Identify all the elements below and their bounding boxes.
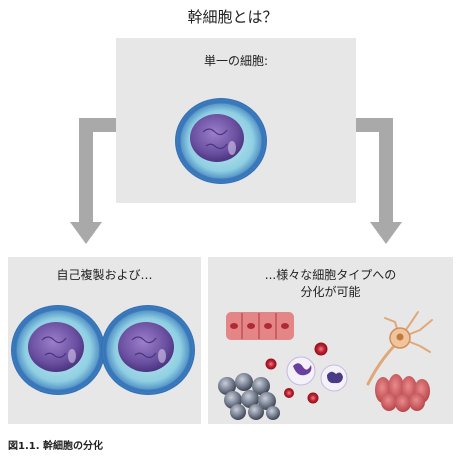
arrow-left (70, 118, 116, 244)
single-cell-label: 単一の細胞: (203, 54, 269, 68)
muscle-cluster (375, 374, 430, 412)
muscle-cells (226, 312, 294, 340)
self-renewal-label: 自己複製および… (56, 268, 153, 282)
fat-cells (218, 373, 280, 420)
white-blood-cell-2 (320, 364, 348, 392)
daughter-cell-2 (101, 305, 195, 395)
arrow-right (356, 118, 402, 244)
differentiation-label-line1: ...様々な細胞タイプへの (264, 268, 397, 282)
figure-caption: 図1.1. 幹細胞の分化 (8, 441, 103, 452)
differentiation-label-line2: 分化が可能 (300, 285, 361, 299)
stem-cell (175, 98, 267, 184)
white-blood-cell-1 (286, 356, 316, 386)
red-blood-cells (265, 342, 328, 404)
diagram-title: 幹細胞とは？ (187, 8, 278, 26)
daughter-cell-1 (11, 305, 105, 395)
neuron-cell (366, 311, 433, 386)
